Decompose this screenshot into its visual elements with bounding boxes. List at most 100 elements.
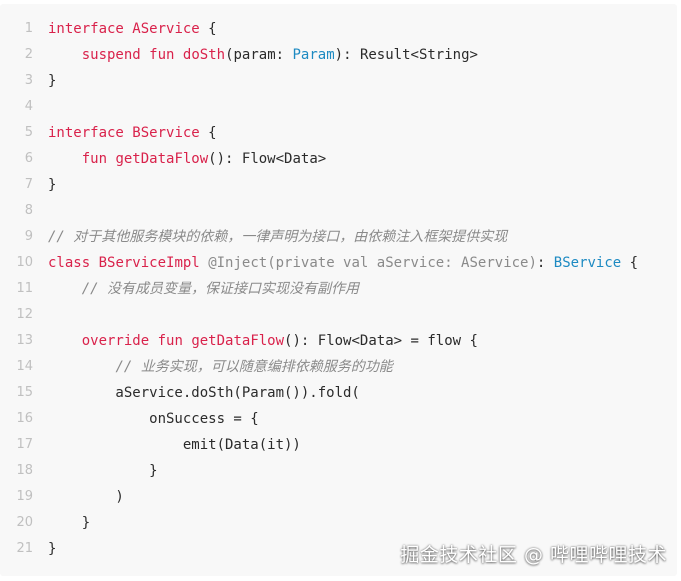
line-number: 17 [16,437,33,452]
line-number: 8 [24,203,33,218]
code-token [90,255,98,271]
code-token [48,151,82,167]
code-text: } [48,172,56,198]
line-number: 9 [24,229,33,244]
code-token: getDataFlow [115,151,209,167]
code-token: } [48,515,91,531]
code-token: class [48,255,91,271]
code-token: } [48,541,57,557]
code-token: @Inject(private val aService: AService) [208,255,537,271]
code-token: // 业务实现，可以随意编排依赖服务的功能 [115,359,393,375]
code-line: 3} [0,68,677,94]
code-token [149,333,157,349]
code-token [200,255,208,271]
code-token: interface [48,125,124,141]
line-number: 20 [16,515,33,530]
code-token: BService [553,255,622,271]
code-line: 14 // 业务实现，可以随意编排依赖服务的功能 [0,354,677,380]
code-line: 20 } [0,510,677,536]
code-text: // 没有成员变量，保证接口实现没有副作用 [48,276,359,302]
code-token: getDataFlow [191,333,285,349]
code-line: 8 [0,198,677,224]
line-number: 3 [24,73,33,88]
code-token: ): Result<String> [334,47,478,63]
code-text: interface BService { [48,120,217,146]
code-token [174,47,182,63]
code-token: override [81,333,150,349]
code-token: // 对于其他服务模块的依赖，一律声明为接口，由依赖注入框架提供实现 [48,229,508,245]
code-token: fun [149,47,175,63]
code-token: { [621,255,639,271]
code-token: Param [292,47,335,63]
code-line: 4 [0,94,677,120]
line-number: 1 [24,21,33,36]
code-text: interface AService { [48,16,217,42]
line-number: 14 [16,359,33,374]
code-line: 17 emit(Data(it)) [0,432,677,458]
code-text: onSuccess = { [48,406,259,432]
code-token: fun [157,333,183,349]
line-number: 7 [24,177,33,192]
line-number: 4 [24,99,33,114]
code-text: // 业务实现，可以随意编排依赖服务的功能 [48,354,393,380]
code-token: : [536,255,554,271]
code-line: 19 ) [0,484,677,510]
code-token: emit(Data(it)) [48,437,301,453]
code-token: interface [48,21,124,37]
code-token: aService.doSth(Param()).fold( [48,385,360,401]
code-line: 1 interface AService { [0,16,677,42]
code-token: onSuccess = { [48,411,259,427]
code-line: 15 aService.doSth(Param()).fold( [0,380,677,406]
code-line: 16 onSuccess = { [0,406,677,432]
code-token: } [48,463,158,479]
code-line: 5 interface BService { [0,120,677,146]
code-text: // 对于其他服务模块的依赖，一律声明为接口，由依赖注入框架提供实现 [48,224,507,250]
code-token: } [48,73,57,89]
code-text: } [48,68,56,94]
code-token: doSth [182,47,226,63]
watermark: 掘金技术社区 @ 哔哩哔哩技术 [400,544,667,566]
line-number: 21 [16,541,33,556]
code-token: { [199,125,217,141]
code-token: suspend [81,47,141,63]
code-token [48,359,115,375]
code-text: suspend fun doSth(param: Param): Result<… [48,42,478,68]
code-line: 18 } [0,458,677,484]
code-token: (param: [225,47,293,63]
line-number: 11 [16,281,33,296]
line-number: 15 [16,385,33,400]
code-token: AService [132,21,200,37]
code-line: 12 [0,302,677,328]
code-text: override fun getDataFlow(): Flow<Data> =… [48,328,478,354]
code-token: BService [132,125,200,141]
code-token [48,333,82,349]
code-token: fun [81,151,108,167]
code-token: (): Flow<Data> = flow { [284,333,478,349]
code-text: emit(Data(it)) [48,432,301,458]
code-token [48,281,82,297]
code-text: } [48,458,158,484]
code-line: 2 suspend fun doSth(param: Param): Resul… [0,42,677,68]
line-number: 5 [24,125,33,140]
line-number: 6 [24,151,33,166]
code-line: 9 // 对于其他服务模块的依赖，一律声明为接口，由依赖注入框架提供实现 [0,224,677,250]
code-line: 6 fun getDataFlow(): Flow<Data> [0,146,677,172]
code-token: (): Flow<Data> [208,151,327,167]
code-token: { [199,21,217,37]
code-token: // 没有成员变量，保证接口实现没有副作用 [81,281,360,297]
line-number: 18 [16,463,33,478]
code-text: } [48,510,90,536]
code-text: fun getDataFlow(): Flow<Data> [48,146,326,172]
code-line: 7} [0,172,677,198]
code-token [141,47,149,63]
code-token: ) [48,489,124,505]
code-line: 13 override fun getDataFlow(): Flow<Data… [0,328,677,354]
line-number: 19 [16,489,33,504]
code-token: BServiceImpl [98,255,200,271]
code-line: 21} [0,536,677,562]
code-text: } [48,536,56,562]
line-number: 2 [24,47,33,62]
